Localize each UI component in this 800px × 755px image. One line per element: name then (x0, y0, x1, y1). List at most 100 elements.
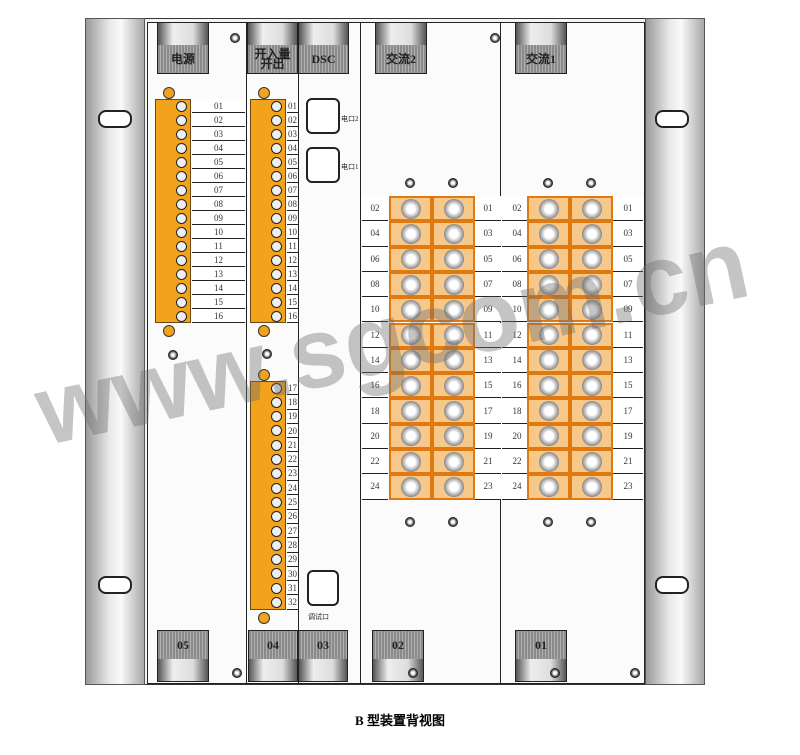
terminal-screw[interactable] (570, 322, 613, 348)
terminal-screw-icon[interactable] (176, 156, 187, 168)
terminal-screw[interactable] (389, 449, 432, 475)
terminal-screw-icon[interactable] (271, 268, 282, 280)
terminal-screw-icon[interactable] (271, 128, 282, 140)
terminal-screw[interactable] (570, 271, 613, 298)
terminal-screw-icon[interactable] (176, 212, 187, 224)
terminal-screw-icon[interactable] (176, 100, 187, 112)
terminal-screw-icon[interactable] (271, 142, 282, 154)
terminal-screw[interactable] (570, 398, 613, 424)
terminal-screw[interactable] (432, 474, 475, 500)
terminal-screw-icon[interactable] (271, 396, 282, 408)
terminal-screw-icon[interactable] (271, 212, 282, 224)
terminal-screw-icon[interactable] (271, 439, 282, 451)
ethernet-port-1[interactable] (306, 147, 340, 183)
terminal-screw[interactable] (570, 373, 613, 399)
terminal-screw[interactable] (570, 449, 613, 475)
terminal-screw-icon[interactable] (271, 568, 282, 580)
terminal-screw-icon[interactable] (176, 184, 187, 196)
terminal-screw-icon[interactable] (271, 240, 282, 252)
terminal-screw-icon[interactable] (271, 170, 282, 182)
terminal-screw-icon[interactable] (176, 170, 187, 182)
terminal-screw-icon[interactable] (271, 282, 282, 294)
terminal-screw[interactable] (389, 196, 432, 222)
terminal-screw[interactable] (389, 347, 432, 374)
ethernet-port-2[interactable] (306, 98, 340, 134)
terminal-screw[interactable] (389, 474, 432, 500)
terminal-screw[interactable] (432, 449, 475, 475)
terminal-screw[interactable] (570, 347, 613, 374)
terminal-screw-icon[interactable] (176, 128, 187, 140)
terminal-screw[interactable] (527, 221, 570, 247)
terminal-screw-icon[interactable] (271, 496, 282, 508)
terminal-screw[interactable] (570, 423, 613, 449)
terminal-screw-icon[interactable] (271, 597, 282, 608)
terminal-screw[interactable] (570, 221, 613, 247)
terminal-screw-icon[interactable] (271, 554, 282, 566)
terminal-screw-icon[interactable] (271, 226, 282, 238)
terminal-screw-icon[interactable] (176, 268, 187, 280)
terminal-screw-icon[interactable] (271, 310, 282, 322)
terminal-screw[interactable] (432, 246, 475, 272)
terminal-screw-icon[interactable] (271, 184, 282, 196)
terminal-screw-icon[interactable] (271, 296, 282, 308)
terminal-screw[interactable] (389, 297, 432, 323)
terminal-screw-icon[interactable] (176, 142, 187, 154)
terminal-screw[interactable] (527, 423, 570, 449)
terminal-screw[interactable] (527, 246, 570, 272)
screw-icon (538, 451, 559, 472)
debug-port[interactable] (307, 570, 339, 606)
terminal-screw[interactable] (389, 221, 432, 247)
terminal-screw-icon[interactable] (271, 525, 282, 537)
terminal-screw[interactable] (527, 474, 570, 500)
terminal-screw-icon[interactable] (271, 482, 282, 494)
terminal-screw-icon[interactable] (271, 114, 282, 126)
terminal-screw[interactable] (570, 246, 613, 272)
terminal-screw[interactable] (432, 221, 475, 247)
terminal-screw-icon[interactable] (176, 226, 187, 238)
terminal-screw[interactable] (432, 347, 475, 374)
terminal-screw[interactable] (527, 347, 570, 374)
terminal-screw[interactable] (389, 423, 432, 449)
terminal-screw-icon[interactable] (271, 100, 282, 112)
terminal-screw-icon[interactable] (271, 511, 282, 523)
terminal-screw-icon[interactable] (176, 310, 187, 322)
terminal-screw-icon[interactable] (271, 382, 282, 394)
terminal-screw-icon[interactable] (271, 582, 282, 594)
terminal-screw-icon[interactable] (271, 454, 282, 465)
terminal-screw[interactable] (527, 322, 570, 348)
terminal-screw-icon[interactable] (176, 254, 187, 266)
terminal-screw-icon[interactable] (271, 198, 282, 210)
terminal-screw-icon[interactable] (271, 425, 282, 437)
terminal-screw[interactable] (570, 297, 613, 323)
terminal-screw[interactable] (432, 423, 475, 449)
terminal-screw[interactable] (432, 373, 475, 399)
terminal-screw-icon[interactable] (176, 282, 187, 294)
terminal-screw-icon[interactable] (271, 468, 282, 480)
terminal-screw[interactable] (389, 373, 432, 399)
terminal-screw-icon[interactable] (271, 539, 282, 551)
terminal-screw-icon[interactable] (176, 296, 187, 308)
terminal-screw[interactable] (527, 449, 570, 475)
terminal-screw[interactable] (432, 297, 475, 323)
terminal-screw-icon[interactable] (176, 114, 187, 126)
terminal-screw[interactable] (527, 271, 570, 298)
terminal-screw[interactable] (527, 373, 570, 399)
terminal-screw[interactable] (389, 322, 432, 348)
terminal-screw[interactable] (389, 246, 432, 272)
terminal-screw[interactable] (570, 196, 613, 222)
terminal-screw[interactable] (432, 398, 475, 424)
terminal-screw[interactable] (527, 196, 570, 222)
terminal-screw[interactable] (432, 196, 475, 222)
terminal-screw[interactable] (527, 398, 570, 424)
terminal-screw[interactable] (570, 474, 613, 500)
terminal-screw[interactable] (389, 398, 432, 424)
terminal-screw-icon[interactable] (176, 240, 187, 252)
terminal-screw[interactable] (432, 322, 475, 348)
terminal-screw-icon[interactable] (176, 198, 187, 210)
terminal-screw-icon[interactable] (271, 254, 282, 266)
terminal-screw[interactable] (389, 271, 432, 298)
terminal-screw-icon[interactable] (271, 411, 282, 423)
terminal-screw[interactable] (432, 271, 475, 298)
terminal-screw-icon[interactable] (271, 156, 282, 168)
terminal-screw[interactable] (527, 297, 570, 323)
